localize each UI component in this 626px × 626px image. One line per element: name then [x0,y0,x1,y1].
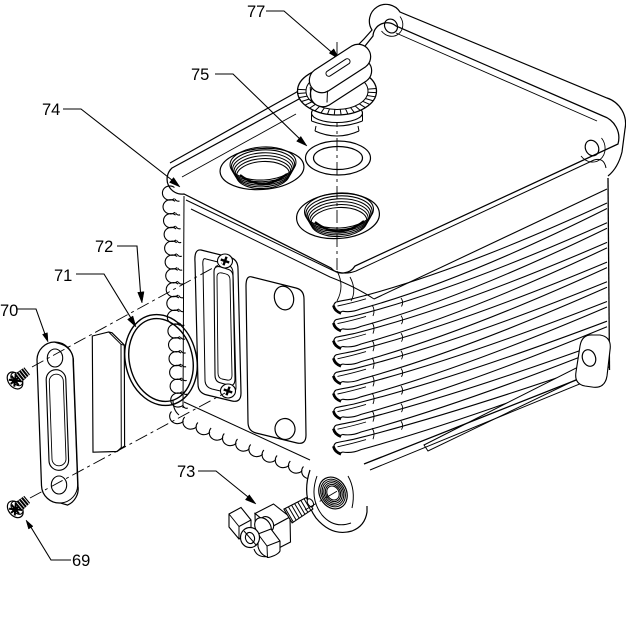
svg-text:70: 70 [0,302,18,320]
svg-text:69: 69 [72,552,90,570]
svg-text:75: 75 [191,66,209,84]
svg-text:74: 74 [42,101,60,119]
svg-text:71: 71 [54,267,72,285]
svg-text:73: 73 [177,463,195,481]
svg-text:77: 77 [247,3,265,21]
svg-text:72: 72 [95,238,113,256]
